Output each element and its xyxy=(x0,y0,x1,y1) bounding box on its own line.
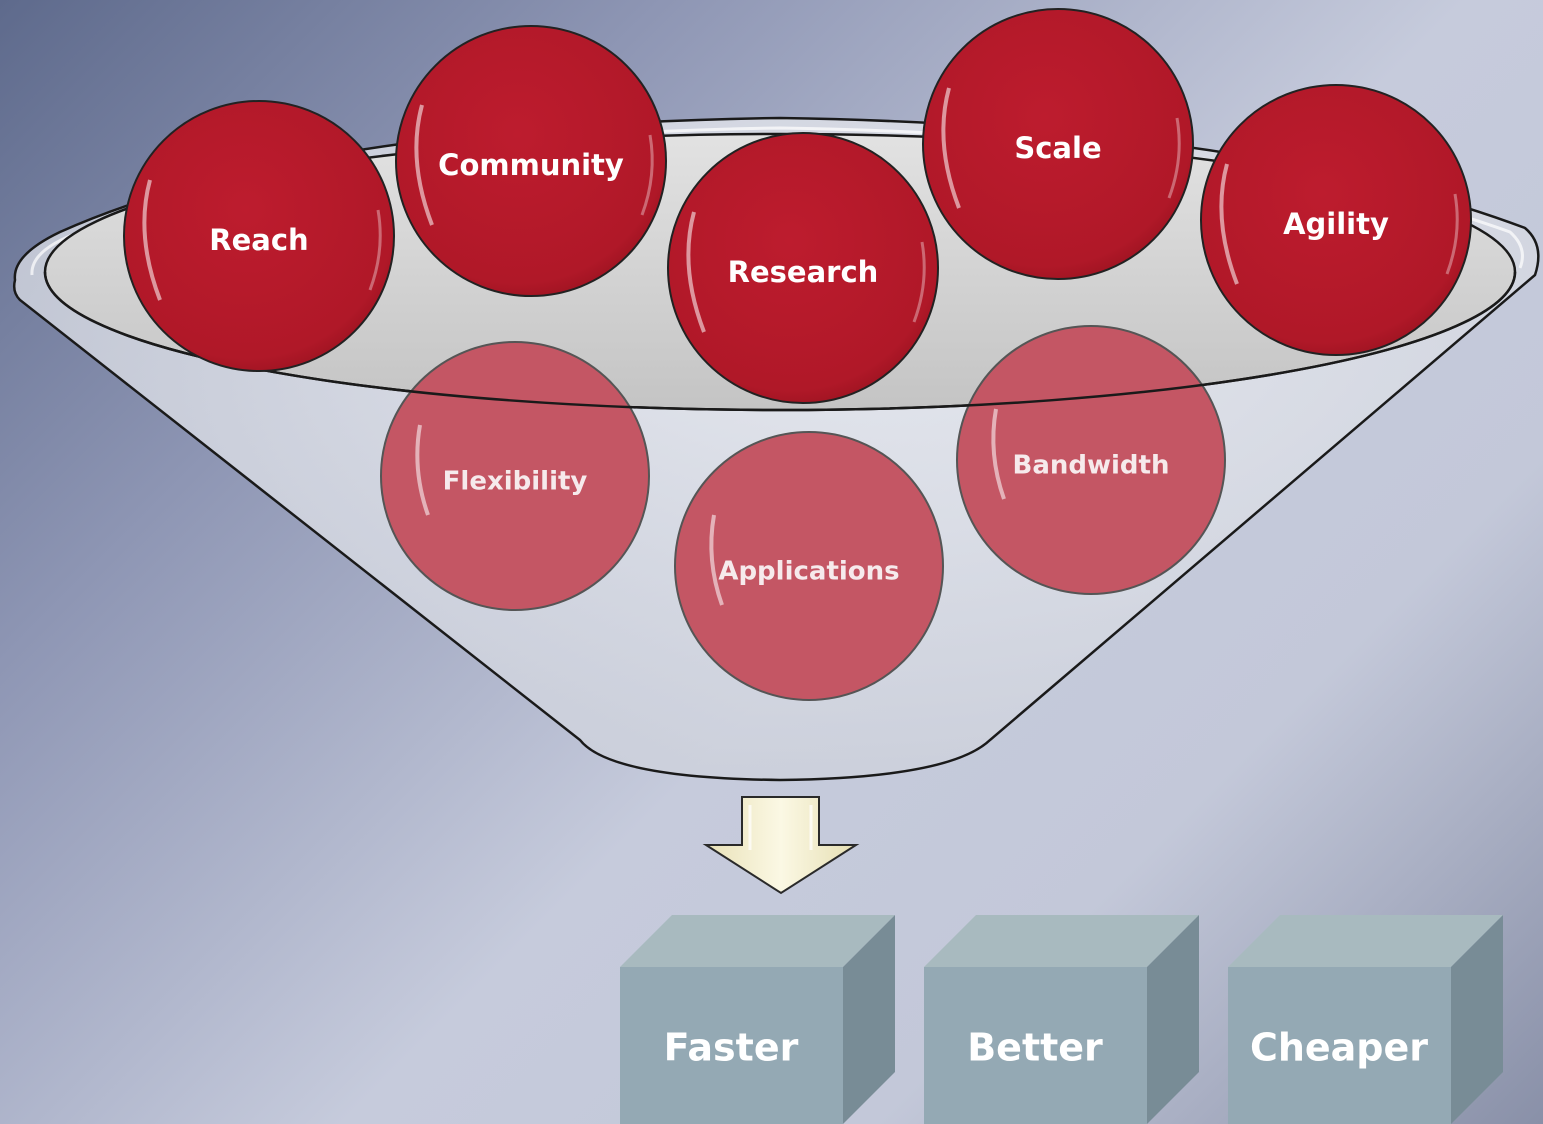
outcome-box-better: Better xyxy=(924,915,1199,1124)
inner-circle-applications: Applications xyxy=(674,431,944,701)
inner-label-applications: Applications xyxy=(718,557,899,587)
inner-label-flexibility: Flexibility xyxy=(443,467,588,497)
label-scale: Scale xyxy=(1014,131,1101,165)
outcome-label-faster: Faster xyxy=(664,1026,799,1070)
label-reach: Reach xyxy=(209,223,308,257)
funnel-rim-front xyxy=(43,271,1517,412)
outcome-label-better: Better xyxy=(967,1026,1103,1070)
outcome-label-cheaper: Cheaper xyxy=(1250,1026,1428,1070)
circle-agility: Agility xyxy=(1200,84,1472,356)
outcome-box-faster: Faster xyxy=(620,915,895,1124)
outcome-box-cheaper: Cheaper xyxy=(1228,915,1503,1124)
circle-scale: Scale xyxy=(922,8,1194,280)
label-agility: Agility xyxy=(1283,207,1389,241)
circle-research: Research xyxy=(667,132,939,404)
label-community: Community xyxy=(438,148,624,182)
down-arrow-icon xyxy=(702,796,860,895)
inner-circle-bandwidth: Bandwidth xyxy=(956,325,1226,595)
inner-circle-flexibility: Flexibility xyxy=(380,341,650,611)
label-research: Research xyxy=(728,255,879,289)
circle-reach: Reach xyxy=(123,100,395,372)
circle-community: Community xyxy=(395,25,667,297)
inner-label-bandwidth: Bandwidth xyxy=(1013,451,1170,481)
